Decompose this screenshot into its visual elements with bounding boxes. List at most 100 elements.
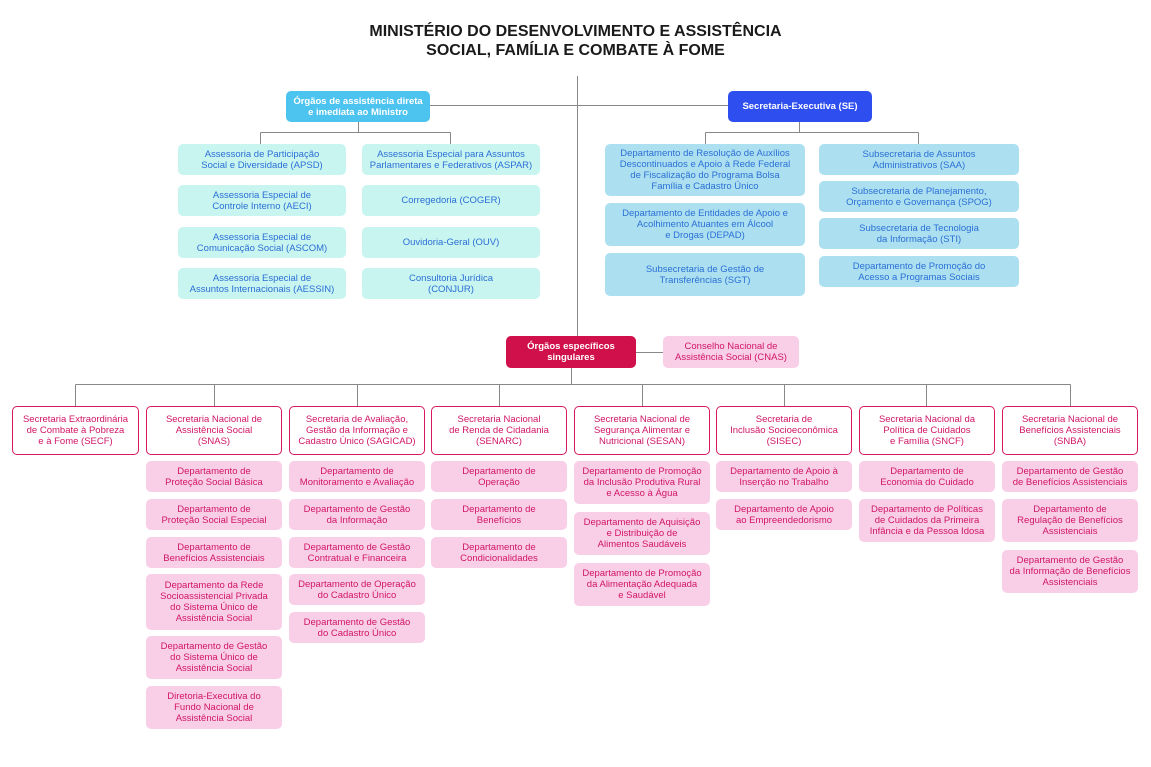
department-box: Departamento de Gestão de Benefícios Ass… [1002, 461, 1138, 492]
org-box-aspar: Assessoria Especial para Assuntos Parlam… [362, 144, 540, 175]
department-label: Departamento de Operação do Cadastro Úni… [298, 578, 416, 601]
org-box-label: Subsecretaria de Planejamento, Orçamento… [846, 185, 992, 208]
org-box-label: Assessoria Especial para Assuntos Parlam… [369, 148, 533, 171]
org-box-label: Departamento de Promoção do Acesso a Pro… [852, 260, 986, 283]
department-box: Departamento de Proteção Social Especial [146, 499, 282, 530]
department-box: Departamento de Operação [431, 461, 567, 492]
department-label: Departamento de Apoio ao Empreendedorism… [734, 503, 834, 526]
department-label: Departamento de Gestão da Informação [303, 503, 411, 526]
department-box: Departamento de Regulação de Benefícios … [1002, 499, 1138, 542]
org-box-depad: Departamento de Entidades de Apoio e Aco… [605, 203, 805, 246]
department-box: Departamento de Apoio à Inserção no Trab… [716, 461, 852, 492]
department-box: Departamento de Benefícios Assistenciais [146, 537, 282, 568]
org-box-label: Consultoria Jurídica (CONJUR) [409, 272, 493, 295]
department-box: Diretoria-Executiva do Fundo Nacional de… [146, 686, 282, 729]
org-box-resolucao-auxilios: Departamento de Resolução de Auxílios De… [605, 144, 805, 196]
specific-organs-header-label: Órgãos específicos singulares [527, 341, 615, 363]
secretariat-label: Secretaria Extraordinária de Combate à P… [22, 414, 129, 447]
department-box: Departamento de Economia do Cuidado [859, 461, 995, 492]
department-label: Diretoria-Executiva do Fundo Nacional de… [167, 691, 261, 724]
secretariat-secf: Secretaria Extraordinária de Combate à P… [12, 406, 139, 455]
org-box-sti: Subsecretaria de Tecnologia da Informaçã… [819, 218, 1019, 249]
secretariat-senarc: Secretaria Nacional de Renda de Cidadani… [431, 406, 567, 455]
department-label: Departamento de Gestão de Benefícios Ass… [1012, 465, 1128, 488]
secretariat-sncf: Secretaria Nacional da Política de Cuida… [859, 406, 995, 455]
specific-organs-header: Órgãos específicos singulares [506, 336, 636, 368]
department-box: Departamento de Gestão do Cadastro Único [289, 612, 425, 643]
department-label: Departamento de Gestão da Informação de … [1009, 555, 1131, 588]
secretariat-label: Secretaria de Inclusão Socioeconômica (S… [730, 414, 838, 447]
secretariat-snba: Secretaria Nacional de Benefícios Assist… [1002, 406, 1138, 455]
org-box-saa: Subsecretaria de Assuntos Administrativo… [819, 144, 1019, 175]
org-box-promocao-acesso: Departamento de Promoção do Acesso a Pro… [819, 256, 1019, 287]
department-box: Departamento de Condicionalidades [431, 537, 567, 568]
department-label: Departamento de Gestão do Sistema Único … [160, 641, 268, 674]
department-label: Departamento de Monitoramento e Avaliaçã… [299, 465, 415, 488]
department-box: Departamento da Rede Socioassistencial P… [146, 574, 282, 630]
org-box-label: Assessoria Especial de Comunicação Socia… [196, 231, 328, 254]
secretariat-sisec: Secretaria de Inclusão Socioeconômica (S… [716, 406, 852, 455]
chart-title: MINISTÉRIO DO DESENVOLVIMENTO E ASSISTÊN… [300, 22, 851, 60]
secretariat-label: Secretaria de Avaliação, Gestão da Infor… [298, 414, 416, 447]
org-box-label: Departamento de Resolução de Auxílios De… [619, 148, 791, 192]
org-box-aessin: Assessoria Especial de Assuntos Internac… [178, 268, 346, 299]
secretariat-sagicad: Secretaria de Avaliação, Gestão da Infor… [289, 406, 425, 455]
department-label: Departamento de Aquisição e Distribuição… [583, 517, 701, 550]
department-label: Departamento da Rede Socioassistencial P… [160, 580, 268, 624]
department-label: Departamento de Políticas de Cuidados da… [869, 504, 985, 537]
org-box-label: Subsecretaria de Gestão de Transferência… [645, 263, 765, 286]
org-box-ouv: Ouvidoria-Geral (OUV) [362, 227, 540, 258]
org-box-label: Assessoria Especial de Controle Interno … [212, 189, 312, 212]
department-box: Departamento de Gestão Contratual e Fina… [289, 537, 425, 568]
org-box-sgt: Subsecretaria de Gestão de Transferência… [605, 253, 805, 296]
org-box-ascom: Assessoria Especial de Comunicação Socia… [178, 227, 346, 258]
org-box-aeci: Assessoria Especial de Controle Interno … [178, 185, 346, 216]
org-box-label: Ouvidoria-Geral (OUV) [402, 237, 500, 248]
se-header: Secretaria-Executiva (SE) [728, 91, 872, 122]
department-box: Departamento de Monitoramento e Avaliaçã… [289, 461, 425, 492]
department-box: Departamento de Proteção Social Básica [146, 461, 282, 492]
department-label: Departamento de Promoção da Inclusão Pro… [582, 466, 702, 499]
department-box: Departamento de Políticas de Cuidados da… [859, 499, 995, 542]
department-label: Departamento de Gestão Contratual e Fina… [303, 541, 411, 564]
org-box-cnas: Conselho Nacional de Assistência Social … [663, 336, 799, 368]
secretariat-label: Secretaria Nacional da Política de Cuida… [878, 414, 976, 447]
org-box-apsd: Assessoria de Participação Social e Dive… [178, 144, 346, 175]
department-box: Departamento de Gestão do Sistema Único … [146, 636, 282, 679]
department-label: Departamento de Proteção Social Especial [161, 503, 267, 526]
secretariat-label: Secretaria Nacional de Benefícios Assist… [1019, 414, 1121, 447]
secretariat-label: Secretaria Nacional de Renda de Cidadani… [449, 414, 549, 447]
org-box-label: Conselho Nacional de Assistência Social … [675, 341, 787, 363]
direct-assistance-header: Órgãos de assistência direta e imediata … [286, 91, 430, 122]
department-label: Departamento de Operação [462, 465, 536, 488]
se-header-label: Secretaria-Executiva (SE) [742, 101, 858, 112]
org-box-conjur: Consultoria Jurídica (CONJUR) [362, 268, 540, 299]
org-box-label: Subsecretaria de Assuntos Administrativo… [862, 148, 976, 171]
department-box: Departamento de Gestão da Informação [289, 499, 425, 530]
department-box: Departamento de Promoção da Alimentação … [574, 563, 710, 606]
department-label: Departamento de Benefícios Assistenciais [163, 541, 265, 564]
org-box-label: Assessoria Especial de Assuntos Internac… [189, 272, 335, 295]
org-box-coger: Corregedoria (COGER) [362, 185, 540, 216]
org-box-label: Subsecretaria de Tecnologia da Informaçã… [859, 222, 979, 245]
department-box: Departamento de Operação do Cadastro Úni… [289, 574, 425, 605]
department-label: Departamento de Gestão do Cadastro Único [303, 616, 411, 639]
department-label: Departamento de Condicionalidades [460, 541, 538, 564]
department-label: Departamento de Proteção Social Básica [165, 465, 263, 488]
department-label: Departamento de Regulação de Benefícios … [1017, 504, 1123, 537]
title-line-2: SOCIAL, FAMÍLIA E COMBATE À FOME [426, 42, 725, 59]
department-label: Departamento de Apoio à Inserção no Trab… [730, 465, 838, 488]
department-box: Departamento de Benefícios [431, 499, 567, 530]
secretariat-sesan: Secretaria Nacional de Segurança Aliment… [574, 406, 710, 455]
direct-assistance-header-label: Órgãos de assistência direta e imediata … [293, 95, 423, 118]
org-box-spog: Subsecretaria de Planejamento, Orçamento… [819, 181, 1019, 212]
department-label: Departamento de Economia do Cuidado [880, 465, 974, 488]
secretariat-label: Secretaria Nacional de Segurança Aliment… [593, 414, 691, 447]
secretariat-snas: Secretaria Nacional de Assistência Socia… [146, 406, 282, 455]
secretariat-label: Secretaria Nacional de Assistência Socia… [165, 414, 263, 447]
department-box: Departamento de Apoio ao Empreendedorism… [716, 499, 852, 530]
department-label: Departamento de Benefícios [462, 503, 536, 526]
org-box-label: Departamento de Entidades de Apoio e Aco… [622, 208, 788, 241]
department-box: Departamento de Promoção da Inclusão Pro… [574, 461, 710, 504]
title-line-1: MINISTÉRIO DO DESENVOLVIMENTO E ASSISTÊN… [369, 23, 782, 40]
